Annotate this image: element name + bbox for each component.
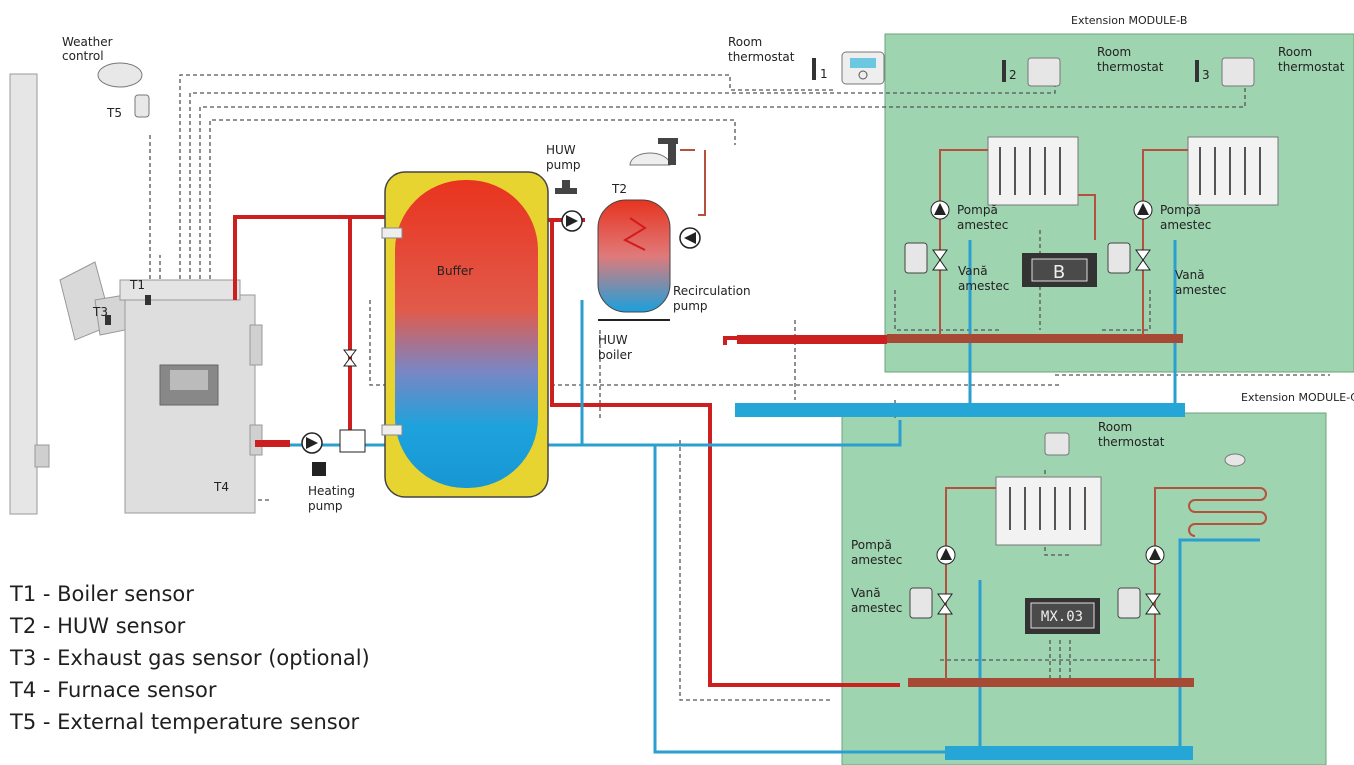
legend-item: T3 - Exhaust gas sensor (optional) xyxy=(10,646,370,670)
huw-boiler-tank xyxy=(597,199,671,321)
thermostat-index-3: 3 xyxy=(1202,68,1210,82)
module-b-hot-manifold xyxy=(887,334,1183,343)
return-pipes xyxy=(680,149,706,216)
thermostat-index-2: 2 xyxy=(1009,68,1017,82)
module-b-radiator-right xyxy=(1187,136,1279,206)
module-c-hot-manifold xyxy=(908,678,1194,687)
buffer-tank xyxy=(381,171,549,498)
buffer-label: Buffer xyxy=(437,264,473,278)
tap-icon xyxy=(555,180,577,194)
module-c-pump-left-icon xyxy=(936,545,956,565)
room-thermostat-c-icon xyxy=(1044,432,1070,456)
boiler xyxy=(59,261,263,514)
three-way-valve xyxy=(339,349,366,453)
module-c-radiator xyxy=(995,476,1102,546)
module-c-pump-right-icon xyxy=(1145,545,1165,565)
t1-label: T1 xyxy=(129,278,145,292)
weather-cloud-c-icon xyxy=(1224,453,1246,467)
recirculation-pump xyxy=(679,227,701,249)
legend-item: T2 - HUW sensor xyxy=(10,614,186,638)
room-thermostat-b1-icon xyxy=(1002,57,1061,87)
thermostat-index-1: 1 xyxy=(820,67,828,81)
module-c-title: Extension MODULE-C xyxy=(1241,391,1354,404)
room-thermostat-b2-icon xyxy=(1195,57,1255,87)
module-b-valve-right-icon xyxy=(1107,242,1151,274)
module-c-cold-manifold xyxy=(945,746,1193,760)
module-b-valve-left-icon xyxy=(904,242,948,274)
module-c-underfloor-loop xyxy=(945,487,1267,680)
hot-supply-pipes xyxy=(233,215,900,687)
module-b-panel xyxy=(884,33,1354,373)
module-b-controller xyxy=(1022,253,1097,287)
module-c-controller-label: MX.03 xyxy=(1041,609,1083,625)
heating-pump xyxy=(301,432,326,476)
t2-label: T2 xyxy=(611,182,627,196)
module-b-pump-right-icon xyxy=(1133,200,1153,220)
t5-label: T5 xyxy=(106,106,122,120)
room-thermostat-main-icon xyxy=(812,51,885,85)
legend-item: T4 - Furnace sensor xyxy=(10,678,217,702)
hot-header-short xyxy=(737,335,887,344)
cold-return-pipes xyxy=(290,240,1260,754)
module-b-cold-manifold xyxy=(735,403,1185,417)
boiler-return-stub xyxy=(255,440,290,447)
legend-item: T1 - Boiler sensor xyxy=(10,582,194,606)
module-b-radiator-pipes xyxy=(939,149,1188,335)
legend-item: T5 - External temperature sensor xyxy=(10,710,360,734)
t3-label: T3 xyxy=(92,305,108,319)
module-b-radiator-left xyxy=(987,136,1079,206)
t4-label: T4 xyxy=(213,480,229,494)
weather-cloud-icon xyxy=(97,62,150,118)
module-c-controller xyxy=(1025,598,1100,634)
huw-pump xyxy=(561,210,583,232)
module-b-title: Extension MODULE-B xyxy=(1071,14,1187,27)
module-b-controller-label: B xyxy=(1053,262,1065,283)
chimney xyxy=(9,73,38,515)
module-c-valve-right-icon xyxy=(1117,587,1161,619)
shower-icon xyxy=(629,138,678,166)
sensor-legend: T1 - Boiler sensor T2 - HUW sensor T3 - … xyxy=(10,578,370,738)
module-c-valve-left-icon xyxy=(909,587,953,619)
module-b-pump-left-icon xyxy=(930,200,950,220)
